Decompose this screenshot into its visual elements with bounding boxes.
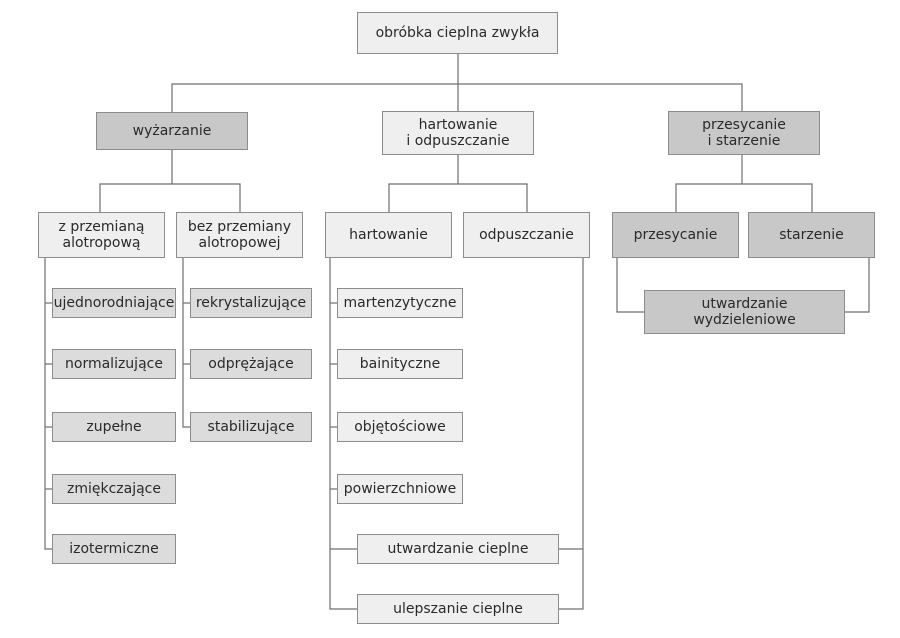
root-node: obróbka cieplna zwykła bbox=[357, 12, 558, 54]
node-with-transformation: z przemianą alotropową bbox=[38, 212, 165, 258]
connector-without-transformation-spine bbox=[182, 258, 190, 428]
node-softening: zmiękczające bbox=[52, 474, 176, 504]
connector-solution-aging-bar bbox=[675, 183, 813, 212]
node-bainitic: bainityczne bbox=[337, 349, 463, 379]
node-without-transformation: bez przemiany alotropowej bbox=[176, 212, 303, 258]
connector-solution-loop bbox=[616, 258, 644, 313]
node-solution: przesycanie bbox=[612, 212, 739, 258]
node-solution-aging: przesycanie i starzenie bbox=[668, 111, 820, 155]
connector-tempering-spine bbox=[559, 258, 584, 610]
node-aging: starzenie bbox=[748, 212, 875, 258]
node-martensitic: martenzytyczne bbox=[337, 288, 463, 318]
node-hardening: hartowanie bbox=[325, 212, 452, 258]
node-homogenizing: ujednorodniające bbox=[52, 288, 176, 318]
node-normalizing: normalizujące bbox=[52, 349, 176, 379]
connector-with-transformation-spine bbox=[44, 258, 52, 550]
node-isothermal: izotermiczne bbox=[52, 534, 176, 564]
node-quench-and-temper: ulepszanie cieplne bbox=[357, 594, 559, 624]
connector-root-bar bbox=[171, 83, 743, 112]
node-volumetric: objętościowe bbox=[337, 412, 463, 442]
node-surface: powierzchniowe bbox=[337, 474, 463, 504]
connector-hardening-spine bbox=[329, 258, 357, 610]
node-recrystallizing: rekrystalizujące bbox=[190, 288, 312, 318]
node-full: zupełne bbox=[52, 412, 176, 442]
node-stress-relief: odprężające bbox=[190, 349, 312, 379]
node-hardening-tempering: hartowanie i odpuszczanie bbox=[382, 111, 534, 155]
node-precipitation-hardening: utwardzanie wydzieleniowe bbox=[644, 290, 845, 334]
connector-hardening-tempering-bar bbox=[388, 183, 528, 212]
connector-aging-loop bbox=[845, 258, 870, 313]
node-stabilizing: stabilizujące bbox=[190, 412, 312, 442]
node-heat-strengthening: utwardzanie cieplne bbox=[357, 534, 559, 564]
connector-annealing-bar bbox=[99, 183, 241, 212]
node-annealing: wyżarzanie bbox=[96, 112, 248, 150]
node-tempering: odpuszczanie bbox=[463, 212, 590, 258]
